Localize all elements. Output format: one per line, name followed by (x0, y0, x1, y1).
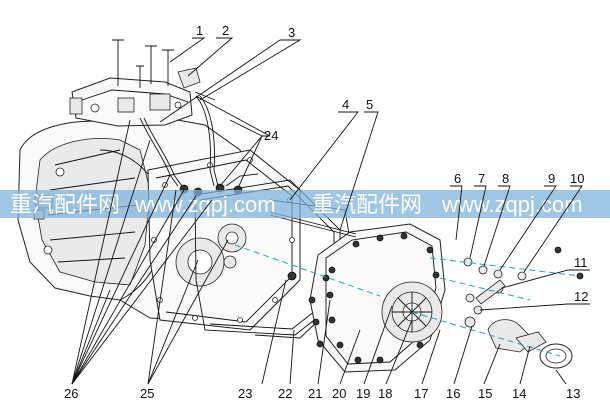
callout-14: 14 (512, 386, 526, 401)
callout-26: 26 (64, 386, 78, 401)
callout-20: 20 (332, 386, 346, 401)
callout-6: 6 (454, 171, 461, 186)
callout-1: 1 (196, 23, 203, 38)
watermark-cn-left: 重汽配件网 (10, 192, 120, 217)
callout-17: 17 (414, 386, 428, 401)
callout-7: 7 (478, 171, 485, 186)
small-parts (463, 246, 584, 369)
callout-23: 23 (238, 386, 252, 401)
callout-10: 10 (570, 171, 584, 186)
callout-22: 22 (278, 386, 292, 401)
callout-numbers: 1 2 3 4 5 6 7 8 9 10 11 12 13 14 15 16 1… (64, 23, 588, 401)
callout-19: 19 (356, 386, 370, 401)
watermark-url-right: www.zqpj.com (441, 192, 583, 217)
callout-4: 4 (342, 97, 349, 112)
assembly-guide-lines (234, 244, 581, 357)
leader-lines (71, 37, 590, 385)
callout-12: 12 (574, 289, 588, 304)
callout-18: 18 (378, 386, 392, 401)
callout-11: 11 (574, 255, 588, 270)
callout-24: 24 (264, 128, 278, 143)
callout-3: 3 (288, 25, 295, 40)
callout-2: 2 (222, 23, 229, 38)
watermark-cn-right: 重汽配件网 (312, 192, 422, 217)
callout-25: 25 (140, 386, 154, 401)
watermark-band: 重汽配件网 www.zqpj.com 重汽配件网 www.zqpj.com (0, 190, 610, 218)
callout-5: 5 (366, 97, 373, 112)
front-flange (147, 149, 301, 331)
callout-21: 21 (308, 386, 322, 401)
callout-16: 16 (446, 386, 460, 401)
watermark-url-left: www.zqpj.com (134, 192, 276, 217)
rear-housing (308, 223, 446, 373)
valve-assembly (69, 39, 216, 127)
callout-13: 13 (566, 386, 580, 401)
callout-9: 9 (548, 171, 555, 186)
callout-15: 15 (478, 386, 492, 401)
callout-8: 8 (502, 171, 509, 186)
